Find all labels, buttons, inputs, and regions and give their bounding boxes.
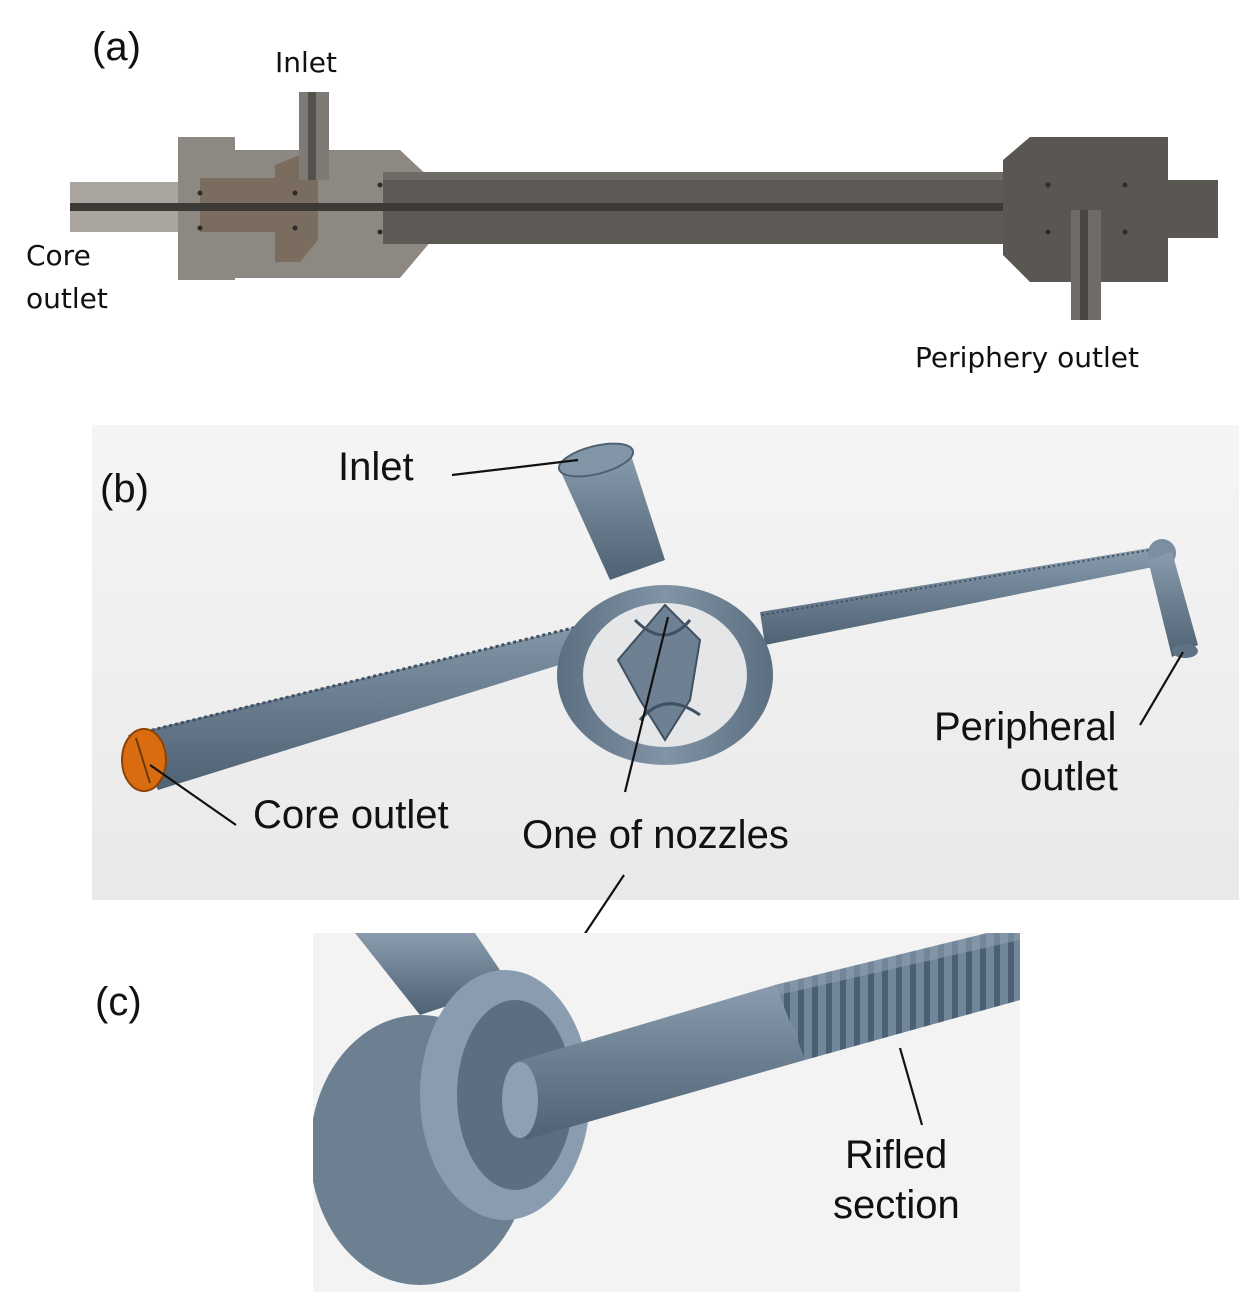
inlet-pipe-b bbox=[560, 452, 665, 580]
peripheral-outlet-pipe bbox=[1148, 552, 1198, 657]
central-bore bbox=[70, 203, 1125, 211]
inlet-mouth bbox=[557, 442, 635, 478]
hot-tube bbox=[760, 548, 1158, 645]
rifled-leader bbox=[898, 1047, 924, 1126]
inlet-label-a: Inlet bbox=[275, 46, 337, 79]
core-outlet-leader bbox=[149, 764, 237, 826]
nozzle-label: One of nozzles bbox=[522, 813, 789, 857]
panel-c: (c) Rifled section bbox=[95, 933, 1020, 1292]
peripheral-outlet-label-line1: Peripheral bbox=[934, 705, 1116, 749]
core-tube bbox=[128, 608, 665, 790]
core-outlet-label-b: Core outlet bbox=[253, 793, 449, 837]
panel-c-tag: (c) bbox=[95, 980, 142, 1024]
nozzle-leader bbox=[623, 616, 670, 793]
periphery-outlet-label-a: Periphery outlet bbox=[915, 341, 1139, 374]
peripheral-outlet-label-line2: outlet bbox=[1020, 755, 1118, 799]
core-outlet-label-a-line1: Core bbox=[26, 239, 91, 272]
inlet-leader-b bbox=[451, 458, 579, 477]
rifled-label-line2: section bbox=[833, 1183, 960, 1227]
peripheral-outlet-leader bbox=[1139, 651, 1184, 726]
panel-a-tag: (a) bbox=[92, 25, 141, 69]
rifled-label-line1: Rifled bbox=[845, 1133, 947, 1177]
smooth-tube bbox=[515, 985, 805, 1140]
rifled-tube bbox=[775, 933, 1020, 1060]
panel-b: (b) Inlet Peripheral outlet Core outlet … bbox=[92, 425, 1239, 900]
inlet-label-b: Inlet bbox=[338, 445, 414, 489]
right-fitting bbox=[1003, 137, 1218, 282]
core-outlet-label-a-line2: outlet bbox=[26, 282, 108, 315]
core-outlet-face bbox=[121, 728, 167, 792]
panel-a: (a) Inlet Core outlet Periphery outlet bbox=[26, 25, 1218, 374]
panel-b-tag: (b) bbox=[100, 467, 149, 511]
